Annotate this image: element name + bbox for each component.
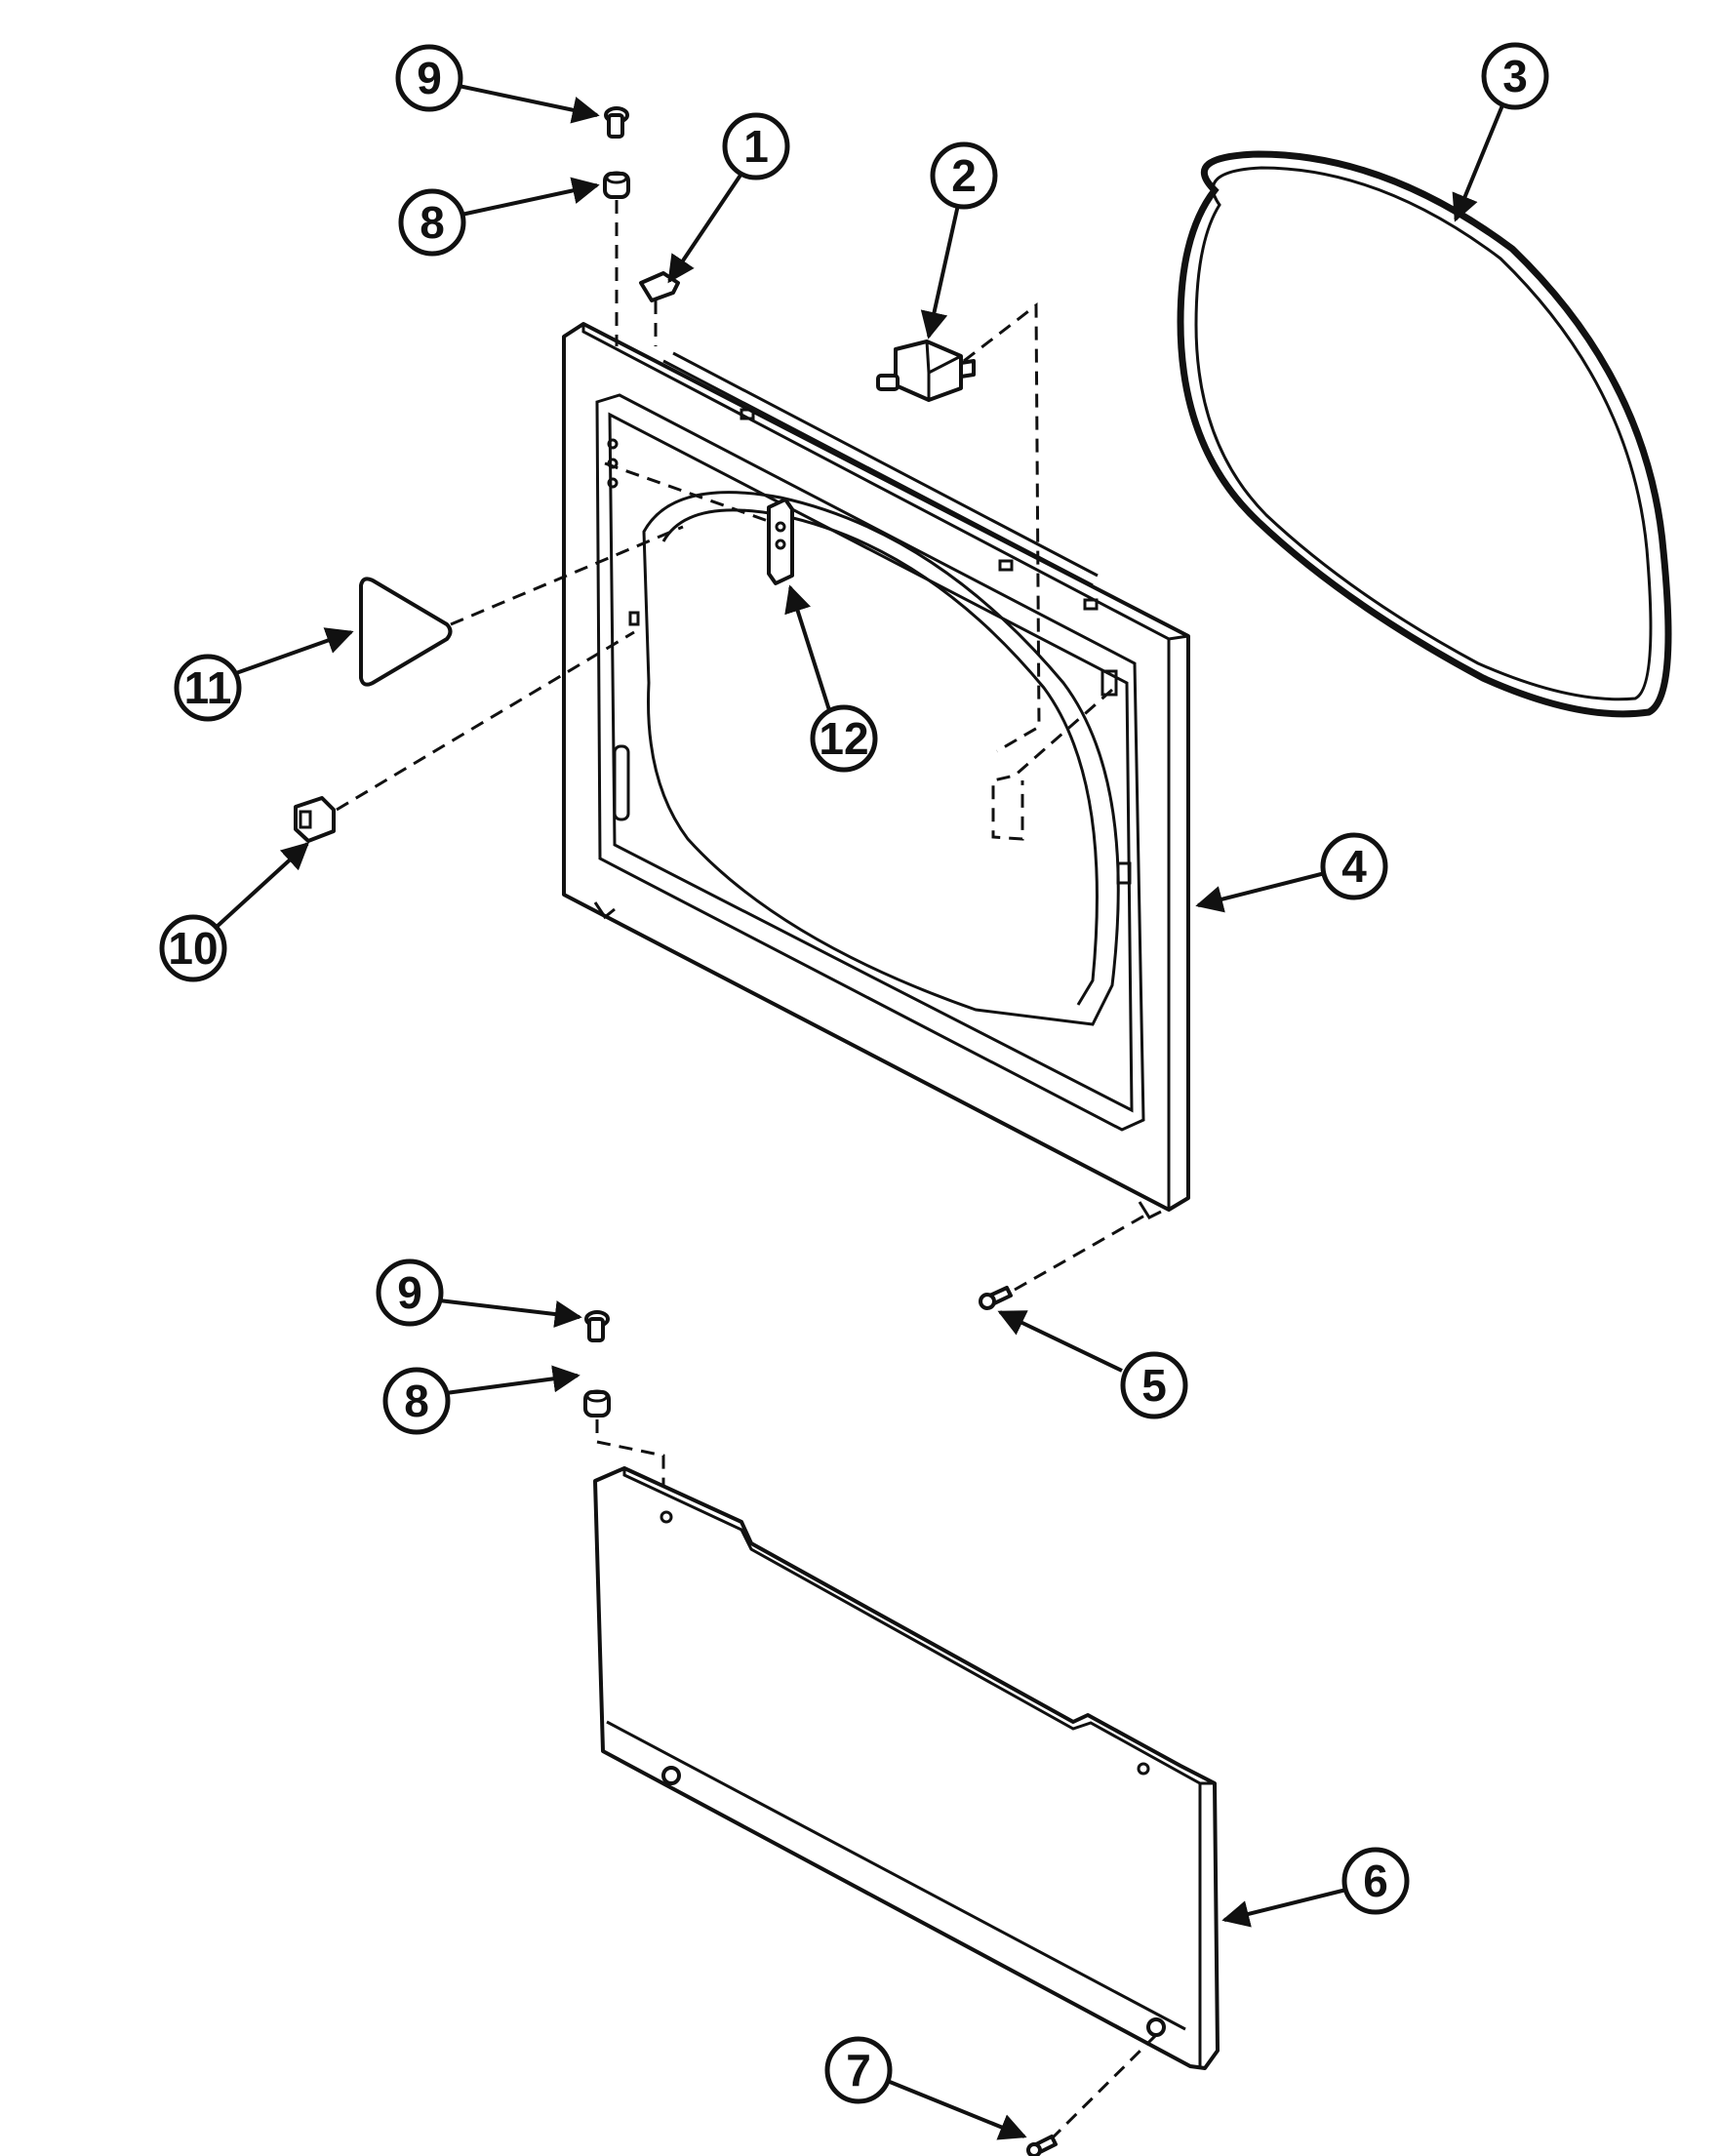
callout-label-11: 11 — [184, 662, 232, 713]
callout-10: 10 — [159, 842, 310, 982]
connector-plug — [294, 630, 635, 843]
door-gasket — [1177, 150, 1672, 718]
front-panel — [562, 322, 1190, 1219]
callout-6: 6 — [1221, 1847, 1410, 1928]
callout-label-8-bottom: 8 — [404, 1376, 429, 1426]
callout-label-10: 10 — [168, 923, 218, 974]
callout-9-top: 9 — [395, 44, 600, 124]
callout-label-1: 1 — [743, 121, 769, 172]
callout-label-3: 3 — [1502, 51, 1528, 101]
callout-label-12: 12 — [819, 713, 868, 764]
callout-7: 7 — [824, 2036, 1027, 2140]
callout-4: 4 — [1195, 832, 1388, 913]
lower-toe-panel — [593, 1466, 1220, 2148]
top-clip — [639, 271, 680, 346]
bottom-screw — [584, 1310, 610, 1342]
callout-11: 11 — [174, 627, 354, 722]
callout-12: 12 — [784, 584, 878, 773]
bottom-spacer — [583, 1389, 665, 1507]
callout-label-5: 5 — [1141, 1360, 1167, 1411]
panel-screw — [979, 1213, 1147, 1310]
callout-label-9-top: 9 — [417, 53, 442, 103]
callout-3: 3 — [1452, 42, 1549, 222]
callout-label-6: 6 — [1363, 1856, 1388, 1906]
top-spacer — [603, 171, 630, 346]
toe-panel-screw — [1026, 2135, 1058, 2156]
callout-5: 5 — [997, 1310, 1188, 1419]
callout-label-8-top: 8 — [420, 197, 445, 248]
callout-2: 2 — [920, 141, 998, 339]
door-bracket — [767, 498, 794, 585]
callout-1: 1 — [667, 112, 790, 284]
door-switch — [876, 301, 1113, 841]
callout-label-9-bottom: 9 — [397, 1267, 422, 1318]
top-screw — [604, 106, 629, 139]
callout-9-bottom: 9 — [376, 1258, 582, 1328]
callout-label-4: 4 — [1341, 841, 1367, 892]
callout-label-2: 2 — [951, 150, 977, 201]
callout-8-top: 8 — [398, 177, 600, 257]
callout-label-7: 7 — [846, 2045, 871, 2096]
callout-8-bottom: 8 — [382, 1365, 580, 1435]
